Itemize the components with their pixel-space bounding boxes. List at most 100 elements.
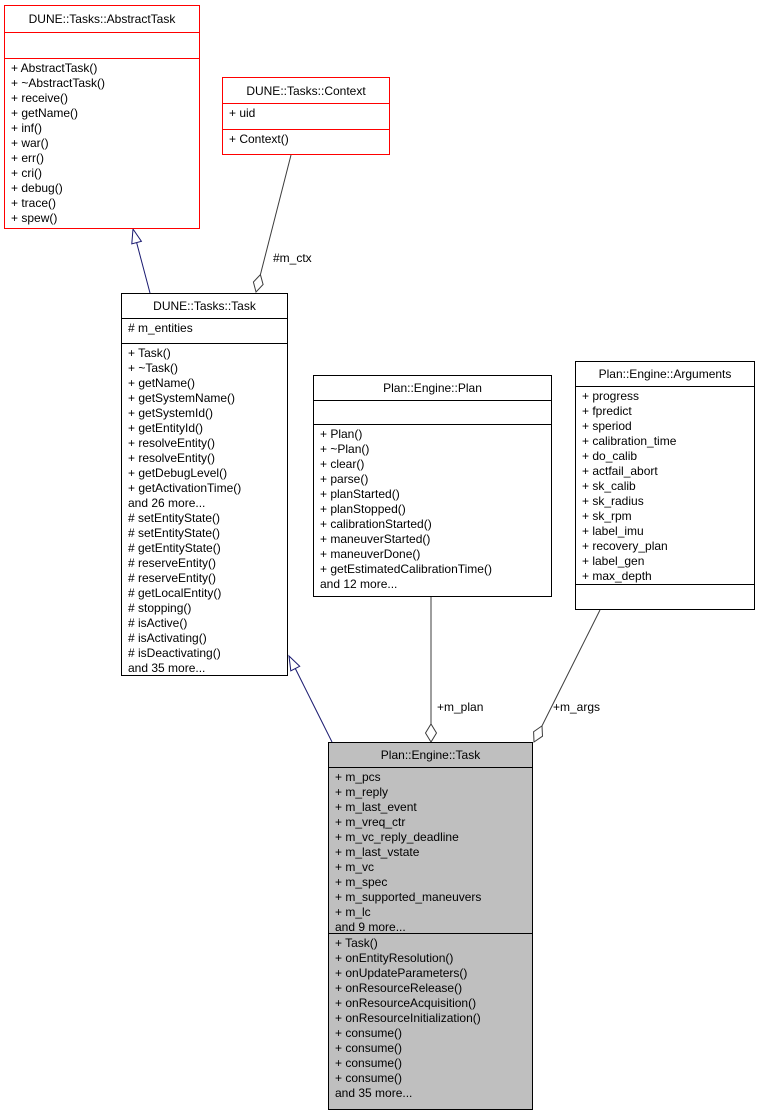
member-line: and 9 more... [335,920,406,933]
member-line: + m_vc [335,860,375,874]
class-box-plan-engine-arguments[interactable]: Plan::Engine::Arguments + progress+ fpre… [575,361,755,610]
member-line: + calibrationStarted() [320,517,432,531]
member-line: + m_last_event [335,800,417,814]
member-line: + debug() [11,181,63,195]
class-attributes [314,400,551,424]
class-title: Plan::Engine::Arguments [598,367,732,381]
class-methods: + Plan()+ ~Plan()+ clear()+ parse()+ pla… [314,424,551,596]
class-box-plan-engine-plan[interactable]: Plan::Engine::Plan + Plan()+ ~Plan()+ cl… [313,375,552,597]
member-line: + sk_radius [582,494,644,508]
member-line: + AbstractTask() [11,61,98,75]
member-line: + war() [11,136,49,150]
class-attributes: + progress+ fpredict+ speriod+ calibrati… [576,386,754,584]
member-line: + consume() [335,1041,403,1055]
member-line: + maneuverDone() [320,547,421,561]
member-line: + planStopped() [320,502,406,516]
member-line: + m_spec [335,875,388,889]
class-box-dune-tasks-task[interactable]: DUNE::Tasks::Task # m_entities + Task()+… [121,293,288,676]
member-line: + consume() [335,1056,403,1070]
aggregation-diamond-icon [424,723,438,743]
member-line: + ~Plan() [320,442,370,456]
member-line: + Task() [335,936,378,950]
member-line: # stopping() [128,601,192,615]
class-methods: + Context() [223,129,389,154]
member-line: + maneuverStarted() [320,532,431,546]
class-methods [576,584,754,609]
member-line: + spew() [11,211,58,225]
member-line: + err() [11,151,44,165]
member-line: + onUpdateParameters() [335,966,468,980]
member-line: + label_gen [582,554,645,568]
member-line: + getDebugLevel() [128,466,228,480]
member-line: + recovery_plan [582,539,668,553]
class-box-plan-engine-task[interactable]: Plan::Engine::Task + m_pcs+ m_reply+ m_l… [328,742,533,1110]
class-attributes: # m_entities [122,318,287,343]
edge-label-m-ctx: #m_ctx [273,251,312,265]
member-line: + label_imu [582,524,644,538]
member-line: + consume() [335,1026,403,1040]
member-line: + ~AbstractTask() [11,76,106,90]
class-title: DUNE::Tasks::Task [153,299,256,313]
member-line: # isActive() [128,616,188,630]
member-line: + receive() [11,91,69,105]
member-line: + actfail_abort [582,464,658,478]
class-methods: + AbstractTask()+ ~AbstractTask()+ recei… [5,58,199,228]
member-line: # setEntityState() [128,511,221,525]
inheritance-edge-enginetask-task [294,668,333,743]
member-line: + sk_calib [582,479,636,493]
member-line: + resolveEntity() [128,451,216,465]
aggregation-diamond-icon [533,724,544,743]
member-line: # getEntityState() [128,541,221,555]
member-line: + onResourceInitialization() [335,1011,481,1025]
member-line: + m_vreq_ctr [335,815,406,829]
member-line: # isDeactivating() [128,646,221,660]
class-title: DUNE::Tasks::AbstractTask [28,12,176,26]
member-line: + getActivationTime() [128,481,242,495]
class-box-dune-tasks-context[interactable]: DUNE::Tasks::Context + uid + Context() [222,77,390,155]
member-line: + m_supported_maneuvers [335,890,482,904]
member-line: and 35 more... [128,661,206,675]
member-line: + planStarted() [320,487,400,501]
member-line: # isActivating() [128,631,207,645]
member-line: + calibration_time [582,434,677,448]
member-line: + inf() [11,121,43,135]
member-line: + getName() [11,106,79,120]
class-title: DUNE::Tasks::Context [246,83,366,98]
class-box-dune-tasks-abstracttask[interactable]: DUNE::Tasks::AbstractTask + AbstractTask… [4,5,200,229]
member-line: + progress [582,389,640,403]
aggregation-diamond-icon [252,273,264,293]
member-line: + m_lc [335,905,371,919]
class-attributes [5,32,199,58]
member-line: + clear() [320,457,365,471]
member-line: + onResourceAcquisition() [335,996,477,1010]
class-methods: + Task()+ ~Task()+ getName()+ getSystemN… [122,343,287,675]
class-attributes: + uid [223,103,389,129]
member-line: # setEntityState() [128,526,221,540]
member-line: + m_pcs [335,770,381,784]
member-line: + consume() [335,1071,403,1085]
member-line: + parse() [320,472,369,486]
member-line: + getEstimatedCalibrationTime() [320,562,492,576]
class-title: Plan::Engine::Task [380,748,481,762]
member-line: + getEntityId() [128,421,204,435]
class-methods: + Task()+ onEntityResolution()+ onUpdate… [329,933,532,1109]
member-line: + getSystemName() [128,391,236,405]
member-line: + getName() [128,376,196,390]
member-line: and 26 more... [128,496,206,510]
member-line: # reserveEntity() [128,556,217,570]
member-line: + uid [229,106,256,120]
member-line: + onEntityResolution() [335,951,454,965]
class-title: Plan::Engine::Plan [383,381,482,395]
member-line: + resolveEntity() [128,436,216,450]
member-line: + max_depth [582,569,652,583]
member-line: + m_vc_reply_deadline [335,830,459,844]
member-line: # reserveEntity() [128,571,217,585]
edge-label-m-plan: +m_plan [437,700,484,714]
member-line: + Task() [128,346,171,360]
member-line: + m_last_vstate [335,845,420,859]
member-line: and 12 more... [320,577,398,591]
member-line: + trace() [11,196,57,210]
member-line: + cri() [11,166,42,180]
edge-label-m-args: +m_args [553,700,601,714]
